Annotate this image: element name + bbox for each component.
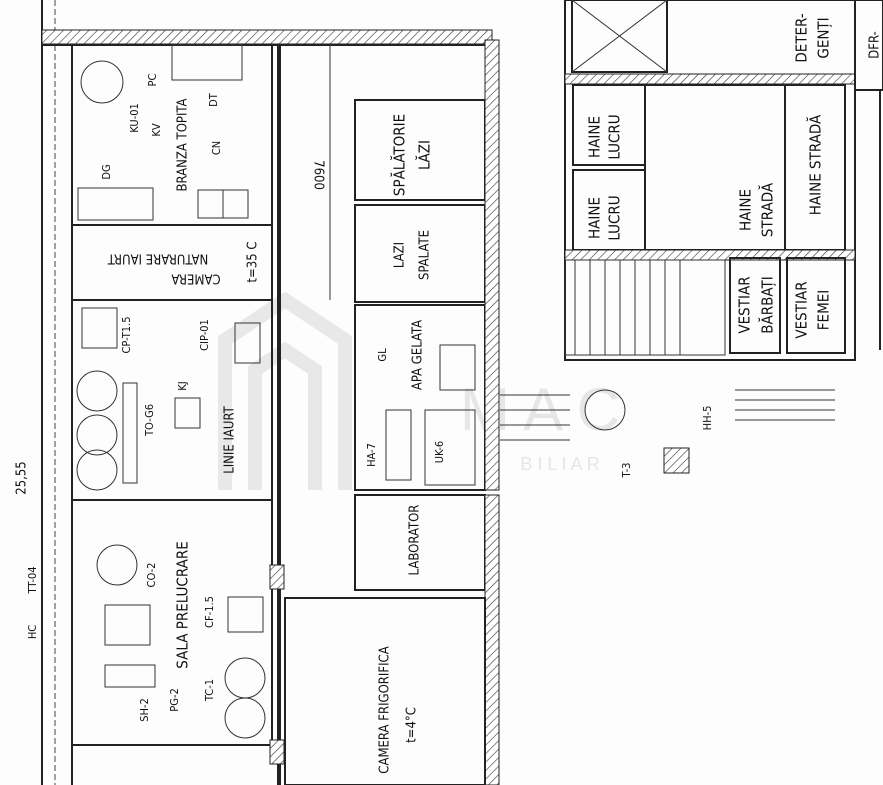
room-lazi-spalate-l1: LAZI bbox=[393, 242, 408, 268]
equip-tc1: TC-1 bbox=[203, 679, 216, 702]
room-labels: BRANZA TOPITA NATURARE IAURT CAMERA t=35… bbox=[107, 13, 883, 774]
room-haine-strada-1-l1: HAINE bbox=[737, 189, 755, 231]
equipment-labels: KU-01 KV PC DG DT CN CP-T1.5 CIP-01 TO-G… bbox=[26, 73, 714, 721]
equip-pc: PC bbox=[146, 73, 159, 86]
room-spalatorie-l1: SPĂLĂTORIE bbox=[390, 114, 409, 196]
equip-pg2: PG-2 bbox=[168, 688, 181, 712]
dimension-total: 25,55 bbox=[15, 461, 30, 494]
room-vestiar-barbati-l1: VESTIAR bbox=[736, 276, 754, 333]
equip-ku01: KU-01 bbox=[128, 103, 141, 133]
room-camera-frigorifica: CAMERA FRIGORIFICA bbox=[378, 646, 393, 773]
room-haine-lucru-2-l1: HAINE bbox=[586, 197, 604, 239]
room-vestiar-barbati-l2: BĂRBAȚI bbox=[758, 276, 777, 333]
room-camera-naturare-temp: t=35 C bbox=[246, 241, 261, 282]
room-haine-lucru-1-l2: LUCRU bbox=[606, 114, 624, 159]
equip-hc: HC bbox=[26, 625, 39, 639]
room-haine-strada-2: HAINE STRADĂ bbox=[806, 114, 825, 215]
equip-tog6: TO-G6 bbox=[143, 404, 156, 437]
equip-sh2: SH-2 bbox=[138, 698, 151, 722]
equip-uk6: UK-6 bbox=[433, 441, 446, 463]
room-detergenti-l1: DETER- bbox=[793, 13, 811, 62]
room-camera-naturare-l1: CAMERA bbox=[171, 271, 220, 286]
room-apa-gelata: APA GELATA bbox=[411, 320, 426, 390]
room-haine-strada-1-l2: STRADĂ bbox=[758, 182, 777, 237]
room-linie-iaurt: LINIE IAURT bbox=[223, 405, 238, 473]
equip-ha7: HA-7 bbox=[365, 443, 378, 467]
room-vestiar-femei-l1: VESTIAR bbox=[793, 281, 811, 338]
room-laborator: LABORATOR bbox=[408, 505, 423, 576]
room-lazi-spalate-l2: SPALATE bbox=[418, 230, 433, 280]
room-camera-frigorifica-temp: t=4°C bbox=[405, 707, 420, 743]
room-vestiar-femei-l2: FEMEI bbox=[815, 290, 833, 330]
room-detergenti-l2: GENȚI bbox=[815, 17, 833, 58]
equip-dg: DG bbox=[100, 164, 113, 179]
equipment-symbols bbox=[76, 44, 690, 739]
room-camera-naturare-l2: NATURARE IAURT bbox=[107, 251, 208, 266]
room-spalatorie-l2: LĂZI bbox=[415, 140, 434, 170]
equip-gl: GL bbox=[376, 348, 389, 362]
equip-cip01: CIP-01 bbox=[198, 319, 211, 351]
walls bbox=[41, 0, 883, 785]
room-dfr: DFR- bbox=[868, 31, 883, 59]
equip-t3: T-3 bbox=[620, 463, 633, 479]
equip-dt: DT bbox=[207, 92, 220, 107]
equip-kv: KV bbox=[150, 123, 163, 136]
room-branza-topita: BRANZA TOPITA bbox=[176, 98, 191, 191]
equip-hh5: HH-5 bbox=[701, 406, 714, 431]
room-sala-prelucrare: SALA PRELUCRARE bbox=[174, 541, 192, 668]
room-haine-lucru-1-l1: HAINE bbox=[586, 116, 604, 158]
room-haine-lucru-2-l2: LUCRU bbox=[606, 195, 624, 240]
dimension-corridor: 7600 bbox=[311, 160, 326, 190]
equip-cpt15: CP-T1.5 bbox=[120, 317, 133, 354]
equip-tt04: TT-04 bbox=[26, 566, 39, 594]
dimension-7600: 7600 bbox=[311, 45, 331, 300]
watermark-sub: B I L I A R bbox=[520, 454, 599, 474]
equip-cf15: CF-1.5 bbox=[203, 596, 216, 628]
stairs bbox=[500, 259, 835, 441]
equip-co2: CO-2 bbox=[145, 563, 158, 588]
equip-kj: KJ bbox=[176, 381, 189, 390]
equip-cn: CN bbox=[210, 141, 223, 155]
